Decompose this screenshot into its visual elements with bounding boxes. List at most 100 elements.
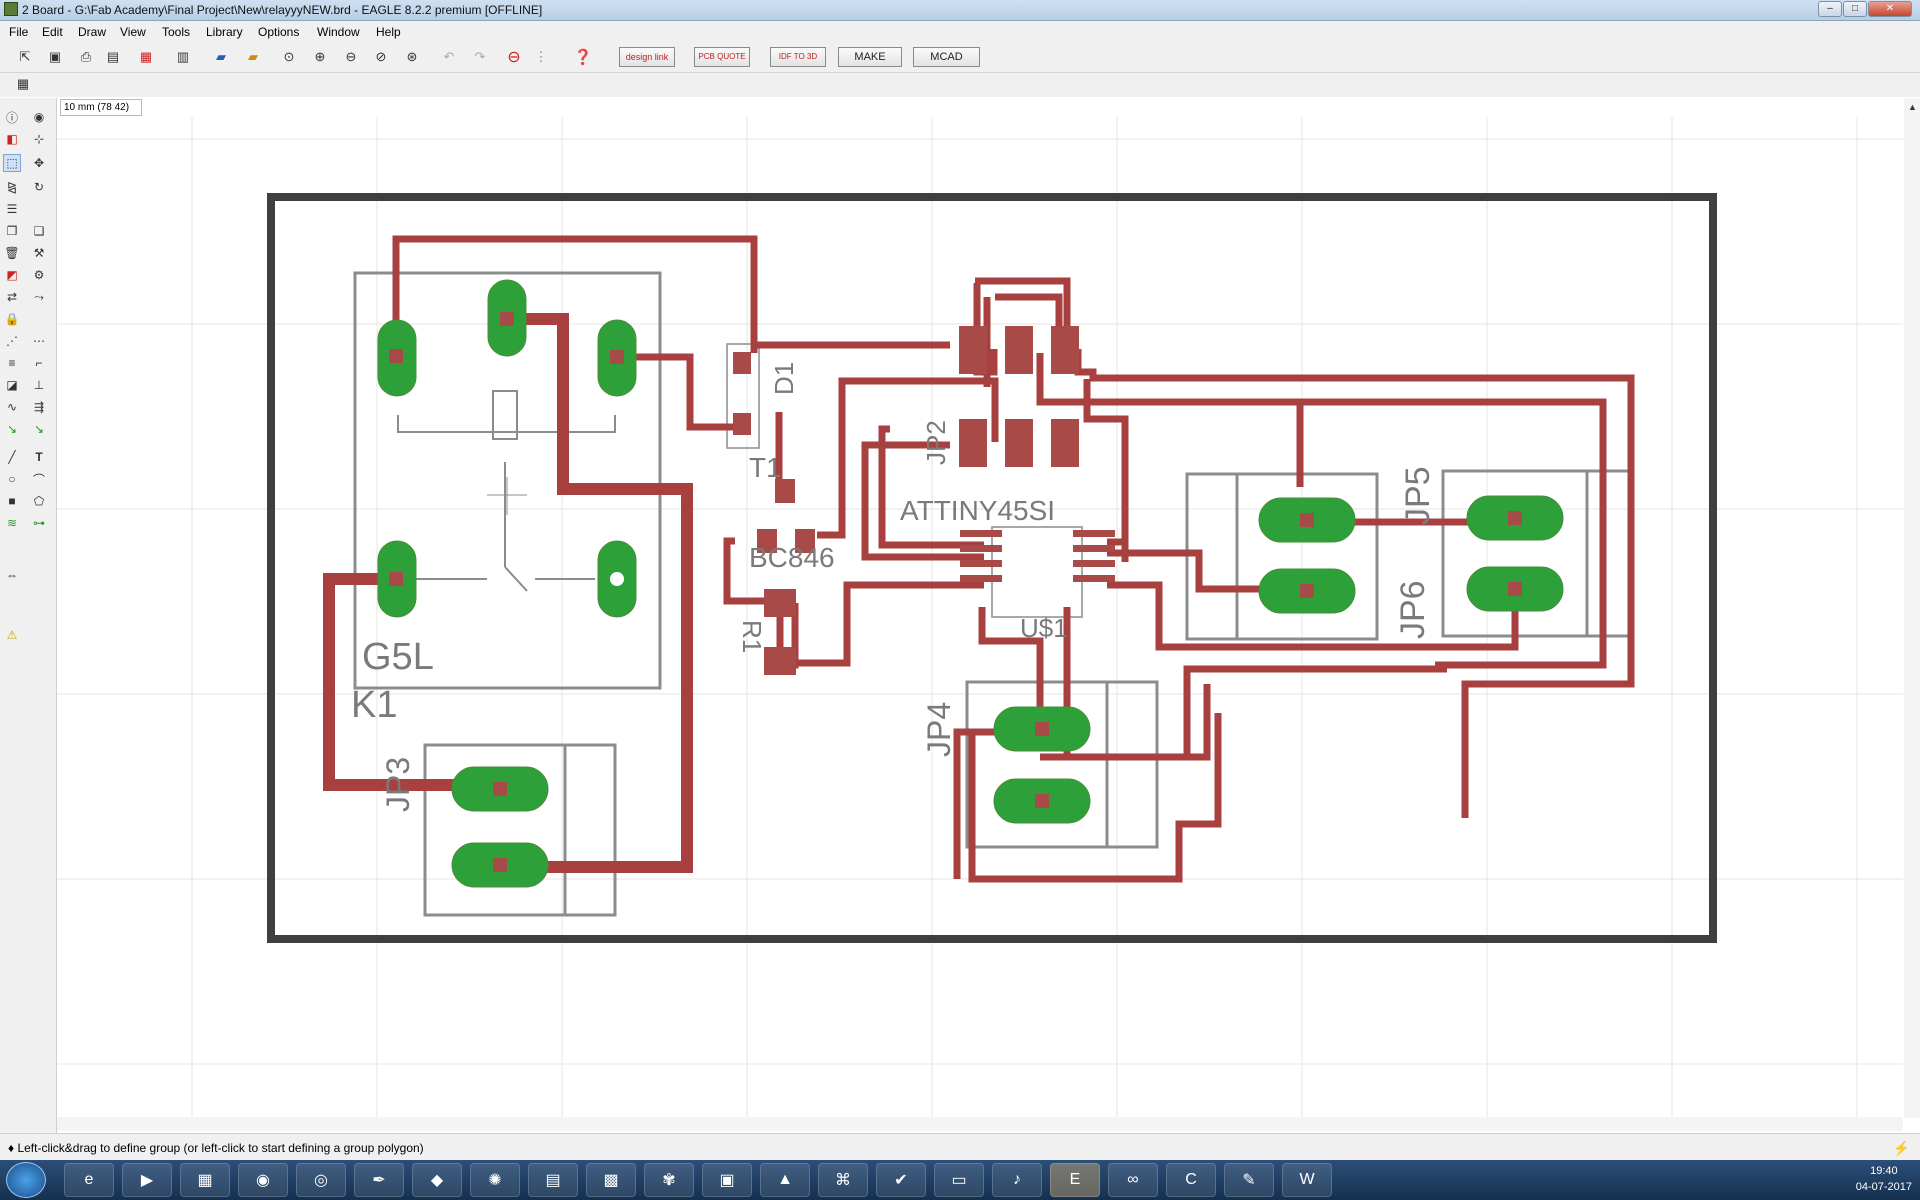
drc-icon[interactable]: ⇔ <box>6 568 18 582</box>
firefox-icon[interactable]: ◉ <box>238 1163 288 1197</box>
open-icon[interactable]: ⇱ <box>19 49 31 64</box>
polygon-icon[interactable]: ↘ <box>33 422 45 436</box>
paint-icon[interactable]: ✎ <box>1224 1163 1274 1197</box>
smash-icon[interactable]: ⚒ <box>33 246 45 260</box>
vertical-scrollbar[interactable]: ▲ <box>1904 98 1920 1118</box>
rect-icon[interactable]: ↘ <box>6 422 18 436</box>
arduino-ide-icon[interactable]: ✺ <box>470 1163 520 1197</box>
design-link-button[interactable]: design link <box>619 47 675 67</box>
autodesk-icon[interactable]: ▩ <box>586 1163 636 1197</box>
paste-icon[interactable]: ❏ <box>33 224 45 238</box>
system-clock[interactable]: 19:40 04-07-2017 <box>1856 1163 1912 1195</box>
zoom-fit-icon[interactable]: ⊙ <box>283 49 295 64</box>
ripup-icon[interactable]: ⌐ <box>35 356 43 370</box>
via-icon[interactable]: ╱ <box>8 450 16 464</box>
go-icon[interactable]: ⋮ <box>534 49 548 64</box>
make-button[interactable]: MAKE <box>838 47 902 67</box>
explorer-icon[interactable]: ▦ <box>180 1163 230 1197</box>
start-button[interactable] <box>6 1162 46 1198</box>
inkscape-icon[interactable]: ✒ <box>354 1163 404 1197</box>
zoom-select-icon[interactable]: ⊛ <box>406 49 418 64</box>
erc-icon[interactable]: ⊶ <box>33 516 45 530</box>
menu-options[interactable]: Options <box>258 25 300 39</box>
eagle-icon[interactable]: ▭ <box>934 1163 984 1197</box>
circle-icon[interactable]: ∿ <box>6 400 18 414</box>
library-icon[interactable]: ▥ <box>176 49 190 64</box>
group-icon[interactable]: ⬚ <box>3 154 21 172</box>
dimension-icon[interactable]: ■ <box>8 494 16 508</box>
snipping-icon[interactable]: ✔ <box>876 1163 926 1197</box>
chrome-icon[interactable]: ◎ <box>296 1163 346 1197</box>
horizontal-scrollbar[interactable] <box>57 1117 1903 1131</box>
menu-edit[interactable]: Edit <box>42 25 63 39</box>
eagle-active-icon[interactable]: E <box>1050 1163 1100 1197</box>
text-icon[interactable]: ⊥ <box>33 378 45 392</box>
menu-window[interactable]: Window <box>317 25 360 39</box>
sketchup-icon[interactable]: ◆ <box>412 1163 462 1197</box>
mcad-button[interactable]: MCAD <box>913 47 980 67</box>
zoom-prev-icon[interactable]: ⊘ <box>375 49 387 64</box>
optimize-icon[interactable]: ⤳ <box>34 289 44 304</box>
delete-icon[interactable]: 🗑 <box>4 246 20 260</box>
errors-icon[interactable]: ⚠ <box>6 628 18 642</box>
script-icon[interactable]: ▰ <box>216 49 226 64</box>
menu-draw[interactable]: Draw <box>78 25 107 39</box>
split-icon[interactable]: ⋰ <box>6 334 18 348</box>
route-icon[interactable]: ≡ <box>8 356 16 370</box>
lock-icon[interactable]: ⇄ <box>6 290 18 304</box>
redo-icon[interactable]: ↷ <box>474 49 486 64</box>
board-canvas[interactable]: G5L K1 D1 T1 BC846 R1 JP2 ATTINY45SI U$1… <box>57 117 1903 1117</box>
pcb-quote-button[interactable]: PCB QUOTE <box>694 47 750 67</box>
meander-icon[interactable]: ⋯ <box>33 334 45 348</box>
help-icon[interactable]: ❓ <box>573 49 593 66</box>
audio-icon[interactable]: ♪ <box>992 1163 1042 1197</box>
project-icon[interactable]: ⌘ <box>818 1163 868 1197</box>
copy-icon[interactable]: ❐ <box>6 224 18 238</box>
show-icon[interactable]: ◉ <box>33 110 45 124</box>
close-button[interactable]: ✕ <box>1868 1 1912 17</box>
mark-icon[interactable]: ⊹ <box>33 132 45 146</box>
move-icon[interactable]: ✥ <box>33 156 45 170</box>
zoom-out-icon[interactable]: ⊖ <box>345 49 357 64</box>
vlc-icon[interactable]: ▲ <box>760 1163 810 1197</box>
menu-view[interactable]: View <box>120 25 146 39</box>
fusion-icon[interactable]: ✾ <box>644 1163 694 1197</box>
word-icon[interactable]: W <box>1282 1163 1332 1197</box>
hole-icon[interactable]: ○ <box>8 472 16 486</box>
attribute-icon[interactable]: ⌒ <box>32 472 45 487</box>
autorouter-icon[interactable]: ≋ <box>6 516 18 530</box>
idf-to-3d-button[interactable]: IDF TO 3D <box>770 47 826 67</box>
change-icon[interactable]: ⚙ <box>33 268 45 282</box>
board-drawing[interactable]: G5L K1 D1 T1 BC846 R1 JP2 ATTINY45SI U$1… <box>57 117 1903 1117</box>
rotate-icon[interactable]: ↻ <box>33 180 45 194</box>
align-icon[interactable]: ☰ <box>6 202 18 216</box>
maximize-button[interactable]: □ <box>1843 1 1867 17</box>
grid-icon[interactable]: ▦ <box>16 76 30 91</box>
remote-icon[interactable]: ▤ <box>528 1163 578 1197</box>
stop-icon[interactable]: ⊖ <box>507 49 521 66</box>
menu-help[interactable]: Help <box>376 25 401 39</box>
menu-tools[interactable]: Tools <box>162 25 191 39</box>
line-icon[interactable]: ◪ <box>6 378 18 392</box>
cura-icon[interactable]: C <box>1166 1163 1216 1197</box>
media-icon[interactable]: ▶ <box>122 1163 172 1197</box>
print-icon[interactable]: ⎙ <box>80 49 92 64</box>
notepad-icon[interactable]: ▣ <box>702 1163 752 1197</box>
undo-icon[interactable]: ↶ <box>443 49 455 64</box>
schematic-icon[interactable]: ▦ <box>139 49 153 64</box>
signal-icon[interactable]: T <box>35 450 43 464</box>
zoom-in-icon[interactable]: ⊕ <box>314 49 326 64</box>
ie-icon[interactable]: e <box>64 1163 114 1197</box>
cam-icon[interactable]: ▤ <box>106 49 120 64</box>
arduino-icon[interactable]: ∞ <box>1108 1163 1158 1197</box>
info-icon[interactable]: ⓘ <box>5 110 18 125</box>
save-icon[interactable]: ▣ <box>48 49 62 64</box>
replace-icon[interactable]: ◩ <box>6 268 18 282</box>
ratsnest-icon[interactable]: ⬠ <box>33 494 45 508</box>
scroll-up-arrow[interactable]: ▲ <box>1908 102 1917 112</box>
menu-library[interactable]: Library <box>206 25 243 39</box>
layer-icon[interactable]: ◧ <box>6 132 18 146</box>
miter-icon[interactable]: 🔒 <box>4 312 20 326</box>
run-icon[interactable]: ▰ <box>248 49 258 64</box>
menu-file[interactable]: File <box>9 25 29 39</box>
